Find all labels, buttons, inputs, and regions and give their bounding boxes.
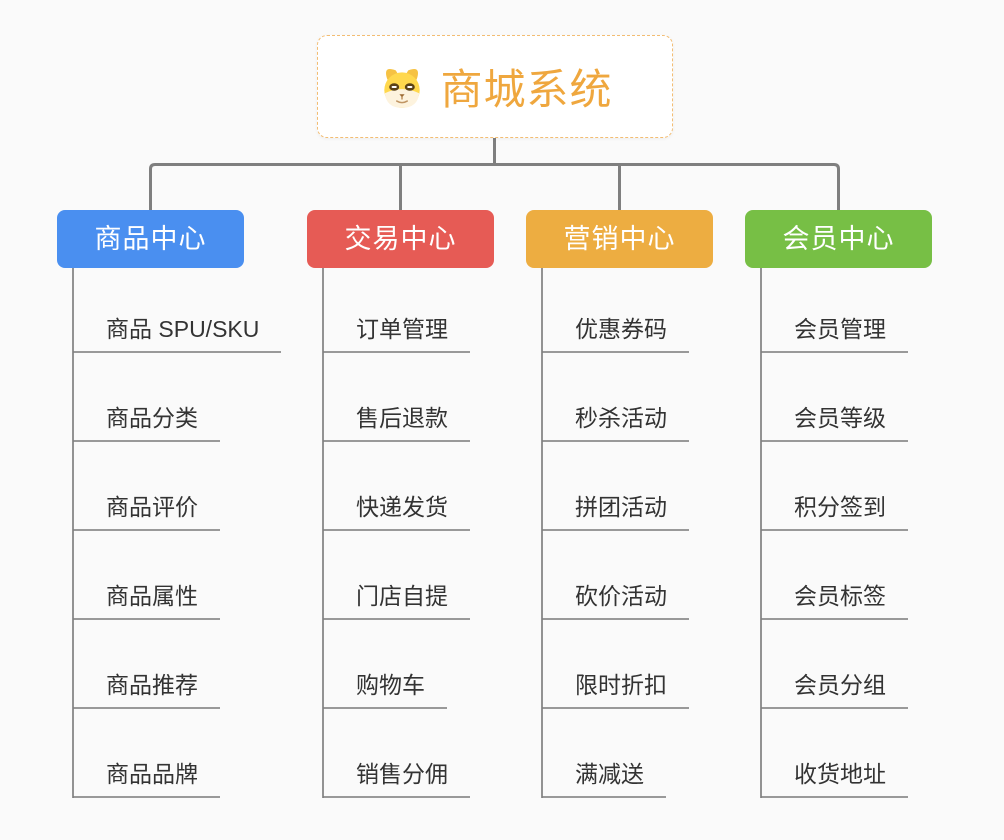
leaf-node-row: 商品 SPU/SKU <box>73 264 282 353</box>
leaf-node-row: 收货地址 <box>761 709 908 798</box>
leaf-node-row: 优惠券码 <box>542 264 689 353</box>
leaf-node[interactable]: 商品属性 <box>73 577 220 620</box>
leaf-node[interactable]: 秒杀活动 <box>542 399 689 442</box>
leaf-node[interactable]: 销售分佣 <box>323 755 470 798</box>
leaf-node[interactable]: 快递发货 <box>323 488 470 531</box>
leaf-node-row: 满减送 <box>542 709 689 798</box>
leaf-node[interactable]: 售后退款 <box>323 399 470 442</box>
leaf-node-row: 商品推荐 <box>73 620 281 709</box>
root-label: 商城系统 <box>440 66 613 113</box>
branch-node-member-center[interactable]: 会员中心 <box>745 210 932 268</box>
leaf-node[interactable]: 拼团活动 <box>542 488 689 531</box>
leaf-node[interactable]: 商品推荐 <box>73 666 220 709</box>
leaf-node-row: 拼团活动 <box>542 442 689 531</box>
leaf-node-row: 门店自提 <box>323 531 470 620</box>
leaf-node[interactable]: 收货地址 <box>761 755 908 798</box>
leaf-node-row: 商品评价 <box>73 442 281 531</box>
leaf-node[interactable]: 会员管理 <box>761 310 908 353</box>
leaf-node[interactable]: 订单管理 <box>323 310 470 353</box>
leaf-node-row: 砍价活动 <box>542 531 689 620</box>
leaf-node[interactable]: 会员标签 <box>761 577 908 620</box>
leaf-node[interactable]: 限时折扣 <box>542 666 689 709</box>
leaf-node-row: 会员管理 <box>761 264 908 353</box>
leaf-node-row: 购物车 <box>323 620 470 709</box>
leaf-node-row: 商品属性 <box>73 531 281 620</box>
branch-children-product-center: 商品 SPU/SKU 商品分类商品评价商品属性商品推荐商品品牌 <box>71 264 282 798</box>
leaf-node-row: 会员标签 <box>761 531 908 620</box>
leaf-node[interactable]: 商品品牌 <box>73 755 220 798</box>
leaf-node[interactable]: 商品分类 <box>73 399 220 442</box>
leaf-node[interactable]: 砍价活动 <box>542 577 689 620</box>
leaf-node[interactable]: 积分签到 <box>761 488 908 531</box>
leaf-node-row: 商品分类 <box>73 353 281 442</box>
leaf-node[interactable]: 门店自提 <box>323 577 470 620</box>
leaf-node[interactable]: 商品评价 <box>73 488 220 531</box>
dog-face-icon <box>377 62 427 112</box>
leaf-node[interactable]: 会员等级 <box>761 399 908 442</box>
leaf-node-row: 会员分组 <box>761 620 908 709</box>
leaf-node[interactable]: 商品 SPU/SKU <box>73 310 282 353</box>
leaf-node[interactable]: 购物车 <box>323 666 447 709</box>
leaf-node-row: 商品品牌 <box>73 709 281 798</box>
branch-children-marketing-center: 优惠券码秒杀活动拼团活动砍价活动限时折扣满减送 <box>541 264 689 798</box>
leaf-node-row: 快递发货 <box>323 442 470 531</box>
leaf-node-row: 售后退款 <box>323 353 470 442</box>
leaf-node[interactable]: 优惠券码 <box>542 310 689 353</box>
branch-node-trade-center[interactable]: 交易中心 <box>307 210 494 268</box>
leaf-node-row: 限时折扣 <box>542 620 689 709</box>
leaf-node[interactable]: 会员分组 <box>761 666 908 709</box>
leaf-node-row: 订单管理 <box>323 264 470 353</box>
leaf-node-row: 秒杀活动 <box>542 353 689 442</box>
branch-children-trade-center: 订单管理售后退款快递发货门店自提购物车销售分佣 <box>322 264 470 798</box>
branch-node-product-center[interactable]: 商品中心 <box>57 210 244 268</box>
branch-children-member-center: 会员管理会员等级积分签到会员标签会员分组收货地址 <box>760 264 908 798</box>
leaf-node-row: 积分签到 <box>761 442 908 531</box>
leaf-node[interactable]: 满减送 <box>542 755 666 798</box>
leaf-node-row: 会员等级 <box>761 353 908 442</box>
leaf-node-row: 销售分佣 <box>323 709 470 798</box>
branch-node-marketing-center[interactable]: 营销中心 <box>526 210 713 268</box>
root-node[interactable]: 商城系统 <box>317 35 673 138</box>
